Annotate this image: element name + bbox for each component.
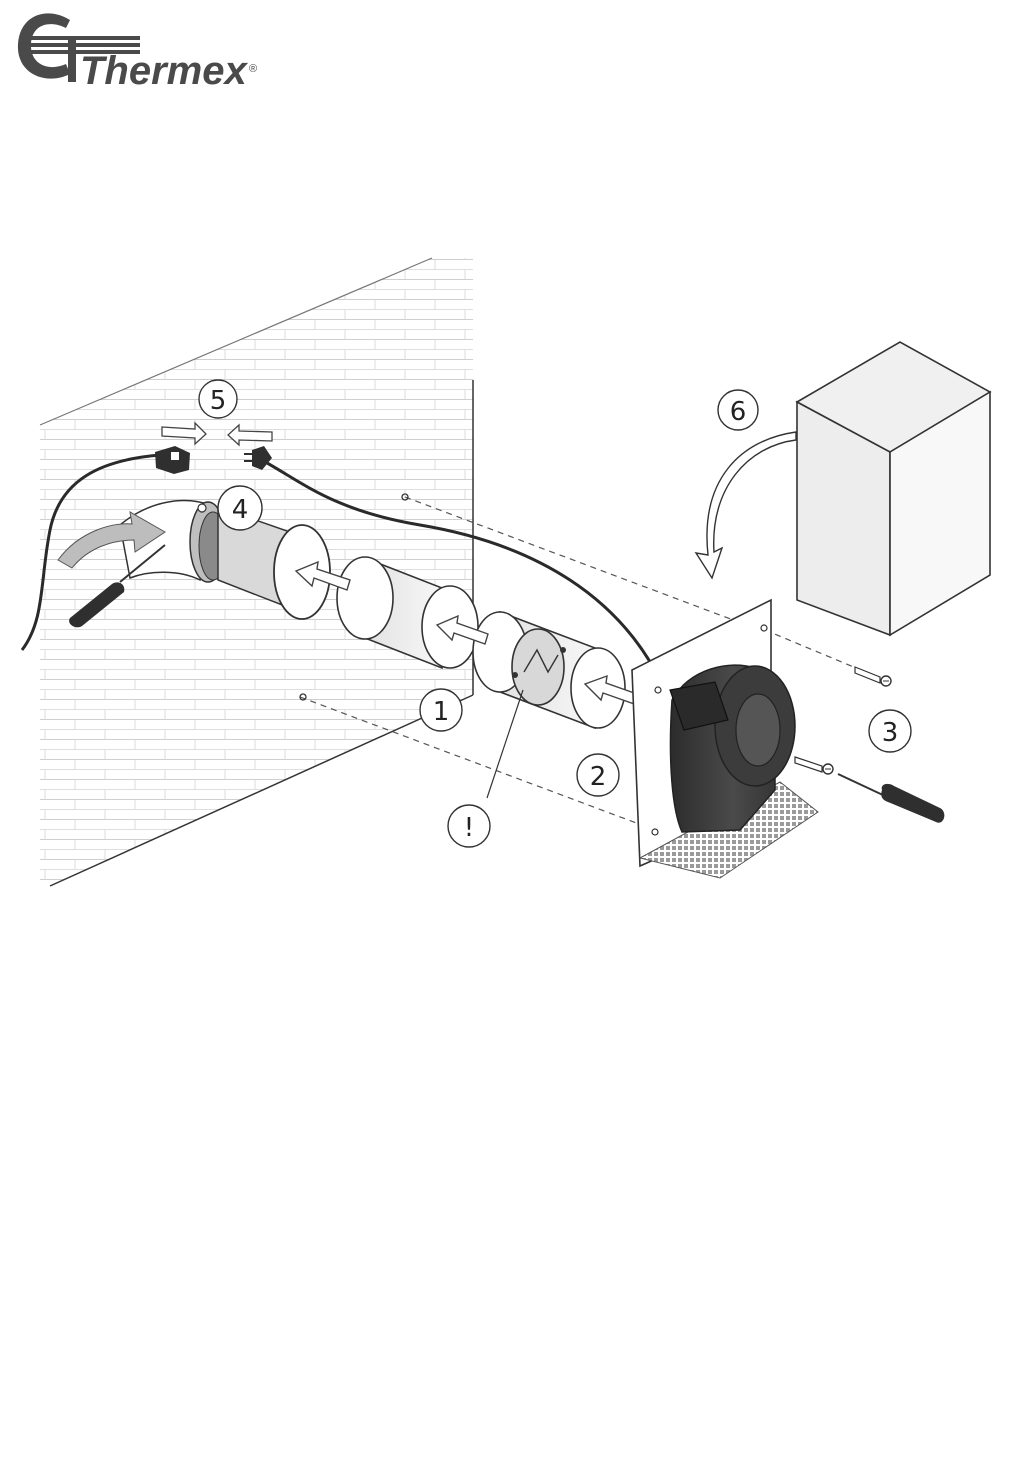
step-3-number: 3: [882, 718, 899, 748]
brand-logo: Thermex ®: [18, 13, 257, 93]
step-1-callout: 1: [420, 689, 462, 731]
step-6-callout: 6: [718, 390, 758, 430]
step-1-number: 1: [433, 697, 450, 727]
step-3-callout: 3: [869, 710, 911, 752]
brand-registered-mark: ®: [249, 63, 257, 75]
step-6-number: 6: [730, 397, 747, 427]
check-valve-tube: [473, 612, 625, 728]
brand-name: Thermex: [80, 49, 248, 93]
warning-mark: !: [464, 813, 474, 843]
warning-leader-line: [487, 690, 523, 798]
step-4-callout: 4: [218, 486, 262, 530]
screw-icon: [855, 667, 891, 686]
step-5-number: 5: [210, 386, 227, 416]
warning-callout: !: [448, 805, 490, 847]
screwdriver-icon: [838, 774, 944, 823]
step-2-callout: 2: [577, 754, 619, 796]
step-4-number: 4: [232, 495, 249, 525]
step-2-number: 2: [590, 762, 607, 792]
curved-arrow-icon: [696, 432, 796, 578]
screw-icon: [795, 757, 833, 774]
step-5-callout: 5: [199, 380, 237, 418]
cover-box: [797, 342, 990, 635]
